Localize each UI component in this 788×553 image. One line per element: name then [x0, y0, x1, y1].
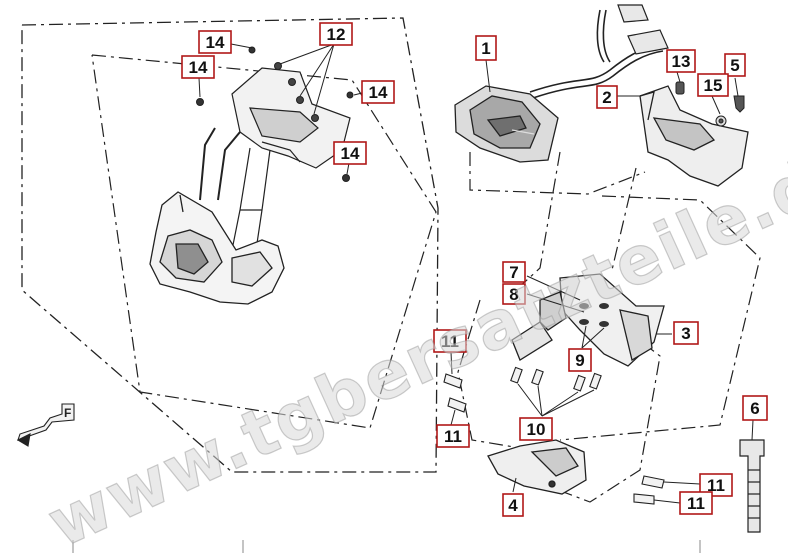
callout-14-top: 14 [198, 30, 232, 54]
bottom-ticks [72, 540, 701, 553]
small-hardware-icons [675, 81, 745, 127]
callout-12: 12 [319, 22, 353, 46]
callout-14-lower: 14 [333, 141, 367, 165]
pin-icons-10 [510, 366, 602, 392]
svg-text:14: 14 [206, 33, 225, 52]
right-assembly [443, 4, 765, 533]
bolt-icons-11 [443, 373, 665, 505]
right-leader-lines [450, 59, 754, 504]
front-fairing-part [149, 191, 285, 305]
bolt-icons-12 [274, 62, 319, 122]
left-inner-frame-dashed [91, 54, 437, 429]
rubber-mount-icons [579, 303, 609, 327]
upper-bracket-part [199, 67, 351, 201]
screw-icons-14 [196, 46, 354, 182]
svg-text:2: 2 [602, 88, 611, 107]
callout-3: 3 [673, 321, 699, 345]
callout-13: 13 [666, 49, 696, 73]
svg-text:14: 14 [369, 83, 388, 102]
left-frame-dashed [21, 17, 439, 473]
connector-icons [617, 4, 669, 55]
callout-7: 7 [502, 261, 526, 283]
svg-text:11: 11 [707, 476, 725, 495]
cable-tie-part [739, 439, 765, 533]
svg-text:12: 12 [327, 25, 346, 44]
svg-text:13: 13 [672, 52, 691, 71]
svg-text:4: 4 [508, 496, 518, 515]
callout-10: 10 [519, 417, 553, 441]
svg-text:5: 5 [730, 56, 739, 75]
callout-6: 6 [742, 395, 768, 421]
wiring-harness-part [529, 9, 664, 99]
callout-1: 1 [475, 35, 497, 61]
stem-part [231, 147, 271, 251]
callout-2: 2 [596, 85, 618, 109]
callout-11-mid: 11 [436, 424, 470, 448]
right-upper-bracket-part [639, 85, 749, 187]
mounting-bracket-part [511, 273, 665, 367]
svg-text:6: 6 [750, 399, 759, 418]
callout-14-left: 14 [181, 55, 215, 79]
front-arrow-label: F [64, 406, 71, 420]
callout-8: 8 [502, 283, 526, 305]
left-assembly [16, 17, 439, 473]
svg-text:10: 10 [527, 420, 546, 439]
svg-text:11: 11 [687, 494, 705, 513]
svg-text:9: 9 [575, 351, 584, 370]
svg-text:1: 1 [481, 39, 490, 58]
svg-text:8: 8 [509, 285, 518, 304]
svg-text:11: 11 [441, 332, 459, 351]
callout-11-right: 11 [699, 473, 733, 497]
svg-text:11: 11 [444, 427, 462, 446]
callout-4: 4 [502, 493, 524, 517]
svg-text:14: 14 [189, 58, 208, 77]
svg-text:15: 15 [704, 76, 723, 95]
callout-9: 9 [568, 348, 592, 372]
meter-cluster-part [454, 85, 559, 163]
svg-text:3: 3 [681, 324, 690, 343]
callout-11-bottom: 11 [679, 491, 713, 515]
svg-text:14: 14 [341, 144, 360, 163]
callout-5: 5 [724, 53, 746, 77]
left-leader-lines [198, 43, 363, 175]
svg-text:7: 7 [509, 263, 518, 282]
callout-15: 15 [697, 73, 729, 97]
callout-14-right: 14 [361, 80, 395, 104]
front-direction-arrow [16, 403, 75, 447]
lower-bracket-part [487, 439, 587, 495]
callout-11-top: 11 [433, 329, 467, 353]
